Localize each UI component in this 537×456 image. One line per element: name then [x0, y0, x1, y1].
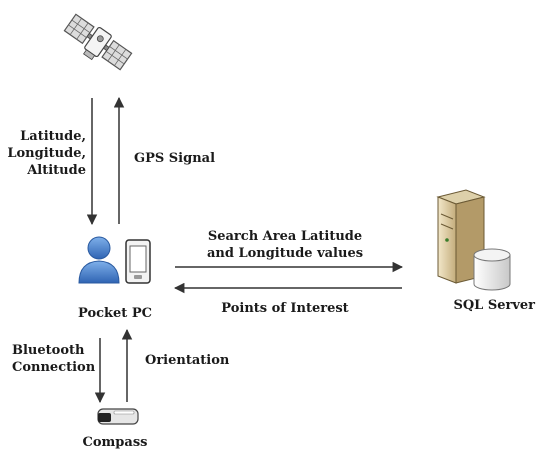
compass-device-icon — [97, 408, 139, 425]
pda-icon — [125, 239, 151, 284]
satellite-icon — [63, 13, 133, 71]
lat-long-alt-label: Latitude, Longitude, Altitude — [7, 129, 86, 178]
points-of-interest-label: Points of Interest — [221, 301, 349, 316]
search-area-label: Search Area Latitude and Longitude value… — [206, 229, 364, 261]
bluetooth-connection-label: Bluetooth Connection — [12, 343, 96, 375]
database-icon — [473, 248, 511, 291]
user-icon — [78, 236, 120, 284]
orientation-label: Orientation — [145, 353, 230, 368]
compass-label: Compass — [82, 435, 148, 450]
gps-signal-label: GPS Signal — [134, 151, 216, 166]
sql-server-label: SQL Server — [453, 298, 535, 313]
pocket-pc-label: Pocket PC — [78, 306, 152, 321]
